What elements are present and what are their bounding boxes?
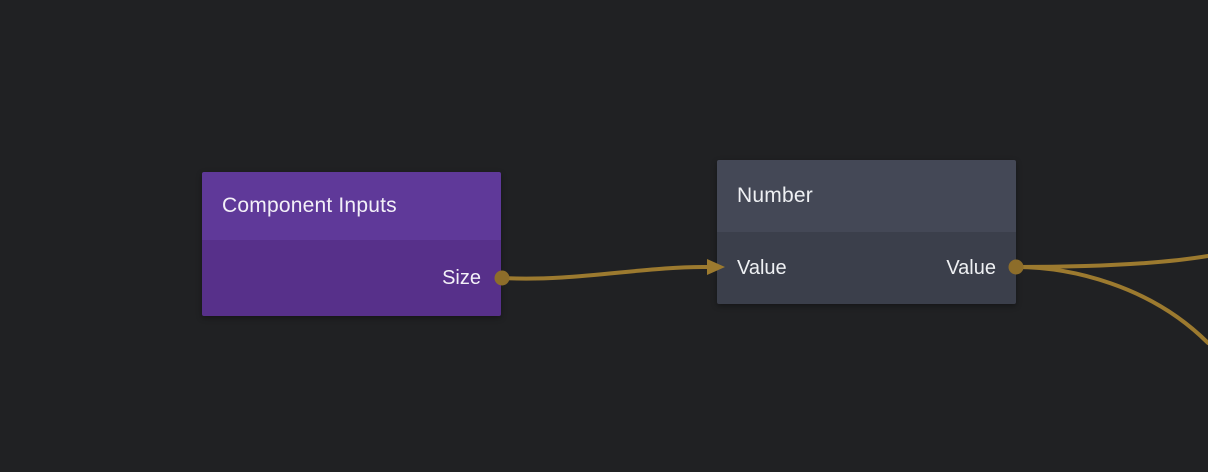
node-number-header: Number [717,160,1016,232]
input-port-label-value: Value [737,256,787,279]
wire-value-offscreen-lower[interactable] [1014,265,1208,345]
node-title: Number [737,184,813,207]
node-component-inputs-header: Component Inputs [202,172,501,240]
wire-value-offscreen-upper[interactable] [1014,254,1208,269]
node-component-inputs-body: Size [202,240,501,316]
node-title: Component Inputs [222,194,397,217]
output-port-label-value: Value [946,256,996,279]
wire-size-to-value[interactable] [500,264,710,281]
node-number-body: Value Value [717,232,1016,304]
output-port-label-size: Size [442,266,481,289]
node-number[interactable]: Number Value Value [717,160,1016,304]
node-component-inputs[interactable]: Component Inputs Size [202,172,501,316]
